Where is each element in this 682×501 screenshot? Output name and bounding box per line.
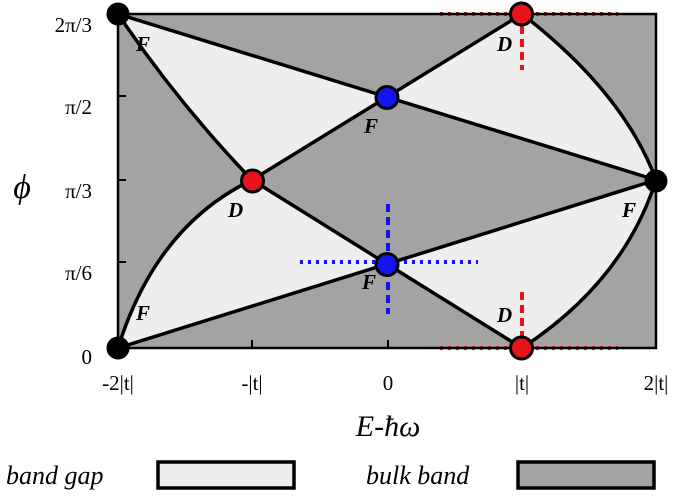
y-axis-title: ϕ — [13, 169, 31, 206]
y-tick-label: 2π/3 — [55, 13, 92, 37]
x-tick-label: 2|t| — [644, 371, 669, 395]
endpoint-marker — [644, 169, 668, 193]
point-markers — [106, 1, 668, 361]
legend: band gap bulk band — [6, 460, 656, 490]
legend-label-bulk-band: bulk band — [366, 461, 470, 490]
x-tick-label: |t| — [515, 371, 529, 395]
dirac-point-marker — [509, 335, 534, 361]
legend-swatch-band-gap — [156, 460, 296, 490]
band-gap-bottom-right — [388, 180, 656, 348]
band-edge-curve — [521, 179, 658, 350]
endpoint-marker — [106, 2, 130, 26]
endpoint-marker — [106, 336, 130, 360]
fermi-point-marker — [374, 252, 400, 277]
y-tick-label: 0 — [82, 345, 93, 369]
dirac-label: D — [496, 32, 512, 56]
y-tick-label: π/6 — [65, 261, 92, 285]
band-edge-curve — [116, 13, 254, 182]
point-labels: F D F D F F F D — [135, 32, 636, 327]
fermi-point-marker — [374, 85, 400, 110]
y-tick-label: π/3 — [65, 179, 92, 203]
dirac-label: D — [227, 198, 243, 222]
legend-label-band-gap: band gap — [6, 461, 104, 490]
fermi-label: F — [361, 270, 376, 294]
x-tick-label: 0 — [383, 371, 394, 395]
band-edge-curve — [116, 178, 253, 349]
band-gap-top-left — [118, 14, 388, 180]
fermi-label: F — [135, 301, 150, 325]
dirac-label: D — [496, 303, 512, 327]
legend-swatch-bulk-band — [516, 460, 656, 490]
dirac-point-marker — [509, 1, 534, 27]
x-axis-title: E-ħω — [355, 410, 421, 443]
x-tick-labels: -2|t| -|t| 0 |t| 2|t| — [102, 371, 668, 395]
band-edge-curve — [520, 12, 658, 181]
x-tick-label: -|t| — [241, 371, 262, 395]
fermi-label: F — [363, 114, 378, 138]
y-tick-label: π/2 — [65, 95, 92, 119]
dirac-point-marker — [240, 168, 265, 194]
x-tick-label: -2|t| — [102, 371, 134, 395]
fermi-label: F — [621, 198, 636, 222]
y-tick-labels: 2π/3 π/2 π/3 π/6 0 — [55, 13, 92, 369]
fermi-label: F — [135, 32, 150, 56]
